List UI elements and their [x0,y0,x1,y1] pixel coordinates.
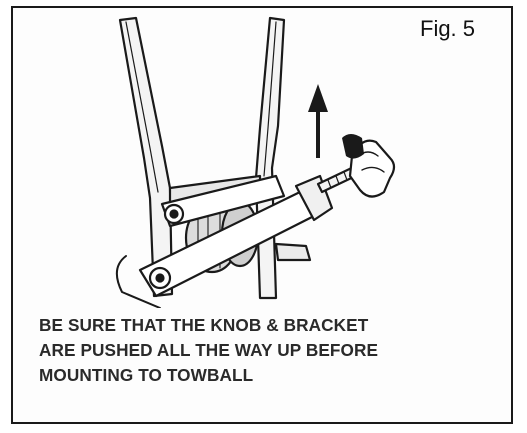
instruction-line-3: MOUNTING TO TOWBALL [39,365,254,385]
instruction-line-2: ARE PUSHED ALL THE WAY UP BEFORE [39,340,379,360]
clamp-illustration [115,16,396,308]
instruction-text: BE SURE THAT THE KNOB & BRACKET ARE PUSH… [39,313,499,388]
up-arrow-icon [308,84,328,158]
instruction-line-1: BE SURE THAT THE KNOB & BRACKET [39,315,369,335]
figure-label: Fig. 5 [420,16,476,41]
